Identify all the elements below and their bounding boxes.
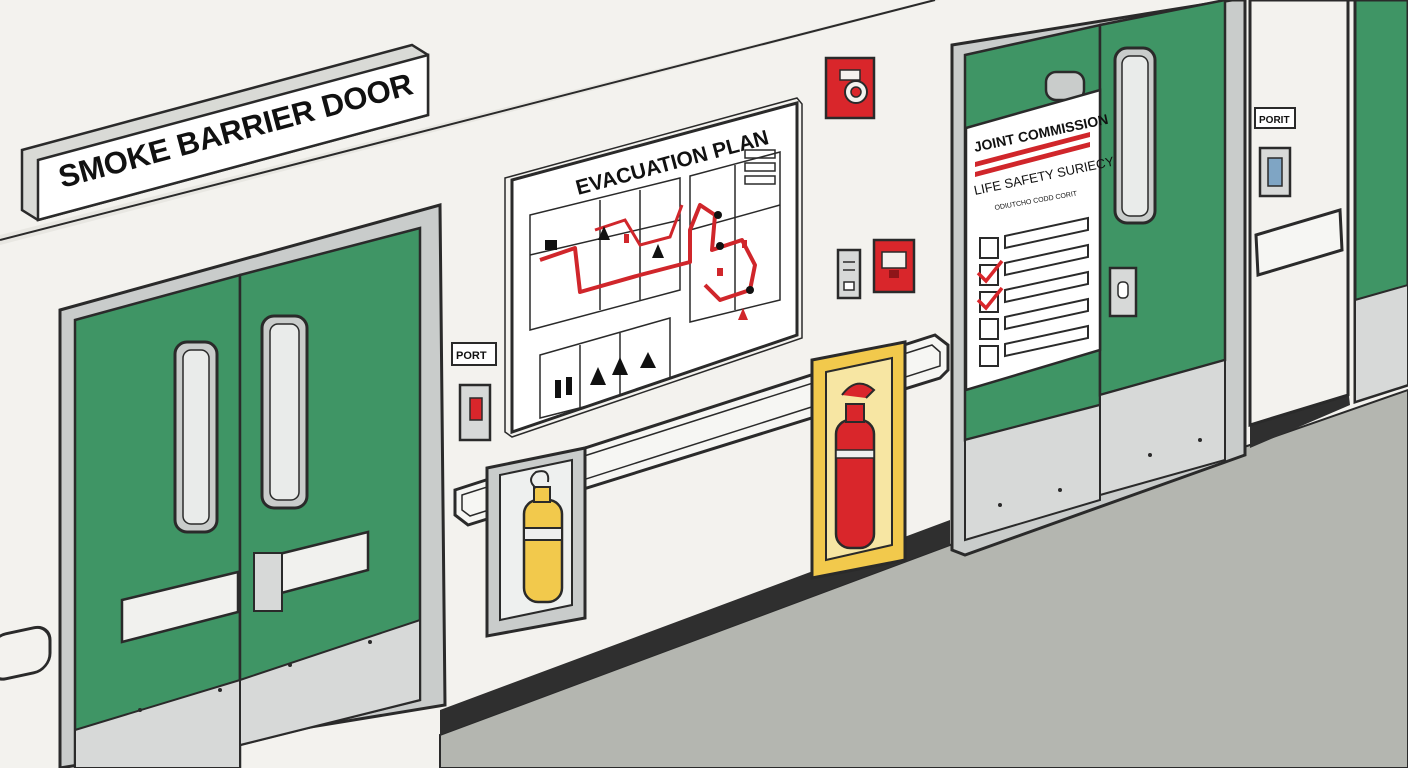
fire-alarm-pull-icon[interactable] — [824, 56, 876, 120]
extinguisher-cabinet-left[interactable] — [485, 446, 587, 638]
left-kick-plate — [74, 678, 241, 768]
light-switch-icon[interactable] — [458, 383, 492, 442]
evacuation-route — [539, 203, 757, 302]
joint-commission-poster: JOINT COMMISSION LIFE SAFETY SURIECY ODI… — [964, 88, 1116, 392]
door-release-icon[interactable] — [1108, 266, 1138, 318]
port-sign-right: PORIT — [1254, 107, 1296, 129]
fire-alarm-pull-icon[interactable] — [872, 238, 916, 294]
checklist-line — [1004, 270, 1089, 304]
checklist-line — [1004, 243, 1089, 277]
fire-extinguisher-icon[interactable] — [834, 382, 876, 550]
survey-checklist — [976, 216, 1089, 367]
checklist-line — [1004, 216, 1089, 250]
checklist-line — [1004, 297, 1089, 331]
checklist-box — [979, 237, 999, 259]
evacuation-plan-board: EVACUATION PLAN — [504, 97, 803, 438]
left-push-bar[interactable] — [120, 570, 240, 644]
right-kick-plate — [239, 618, 421, 747]
extinguisher-cabinet-center[interactable] — [810, 340, 907, 580]
smoke-barrier-double-door[interactable] — [58, 203, 447, 768]
light-switch-icon[interactable] — [1258, 146, 1292, 198]
port-right-label: PORIT — [1259, 115, 1290, 126]
checklist-line — [1004, 324, 1089, 358]
checklist-box — [979, 318, 999, 340]
checkmark-icon — [976, 286, 1004, 311]
intercom-panel[interactable] — [836, 248, 862, 300]
fire-extinguisher-icon[interactable] — [522, 470, 564, 604]
ceiling-line — [0, 0, 940, 245]
far-right-wall — [1248, 0, 1408, 428]
checkmark-icon — [976, 259, 1004, 284]
port-left-label: PORT — [456, 350, 487, 362]
checklist-box — [979, 345, 999, 367]
floor-plan-outline — [529, 177, 681, 331]
port-sign-left: PORT — [451, 342, 497, 366]
